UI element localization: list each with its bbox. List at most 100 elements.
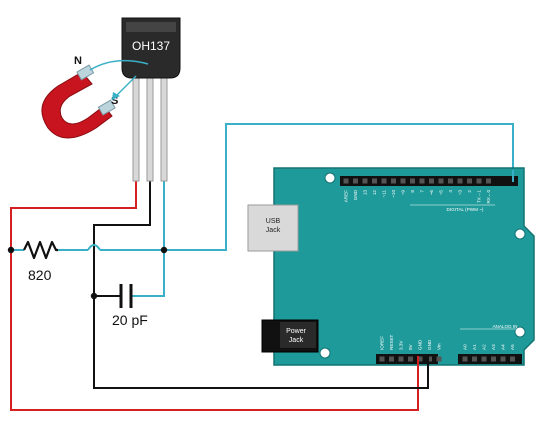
board-body [273,167,535,366]
header-pin-socket [510,356,515,362]
pin-label: Vin [437,343,442,350]
analog-header-pins [462,356,515,362]
power-header [376,354,438,364]
pin-label: ~9 [401,190,406,196]
pin-label: IOREF [380,336,385,350]
header-pin-socket [467,178,472,184]
analog-label: ANALOG IN [492,324,517,329]
sensor-highlight [126,22,176,32]
header-pin-socket [436,356,442,362]
pin-label: 7 [420,190,425,193]
pin-label: A4 [501,344,506,350]
resistor: 820 [23,240,58,283]
power-jack-label-line1: Power [286,328,307,335]
header-pin-socket [429,178,434,184]
analog-pin-labels: A0 A1 A2 A3 A4 A5 [463,344,515,350]
sensor-leg-3 [160,74,168,182]
header-pin-socket [486,178,491,184]
header-pin-socket [372,178,377,184]
capacitor-lead-right [131,250,165,297]
header-pin-socket [438,178,444,184]
magnet: N S [41,55,149,139]
header-pin-socket [500,356,506,362]
pin-label: GND [427,339,432,350]
junction-dot [160,246,168,254]
mount-hole [514,228,526,240]
power-header-pins [379,356,442,362]
pin-label: A2 [482,344,487,350]
header-pin-socket [417,356,423,362]
field-line-north [89,59,149,71]
digital-header-pins [343,178,491,184]
magnet-south-label: S [111,95,118,107]
pin-label: AREF [344,190,349,202]
cyan-pin-wire [58,123,514,251]
sensor-label: OH137 [132,39,170,53]
header-pin-socket [353,178,358,184]
header-pin-socket [343,178,349,184]
pin-label: RX←0 [486,190,491,204]
pin-label: 2 [467,190,472,193]
junction-dot [7,246,15,254]
pin-label: GND [418,339,423,350]
sensor-body [121,17,181,79]
header-pin-socket [448,178,453,184]
pin-label: 4 [448,190,453,193]
digital-label: DIGITAL (PWM ~) [447,207,484,212]
header-pin-socket [398,356,404,362]
pin-label: 8 [410,190,415,193]
pin-label: A3 [491,344,496,350]
pin-label: 12 [372,190,377,196]
header-pin-socket [419,178,425,184]
header-pin-socket [410,178,415,184]
pin-label: GND [353,189,358,200]
field-arrow-icon [112,92,120,100]
usb-jack-label-line1: USB [266,218,281,225]
pin-label: A0 [463,344,468,350]
sensor-leg-2 [146,74,154,182]
pin-label: ~3 [458,190,463,196]
header-pin-socket [400,178,406,184]
header-pin-socket [381,178,387,184]
capacitor: 20 pF [112,284,148,328]
header-pin-socket [476,178,482,184]
header-pin-socket [427,356,432,362]
sensor-leg-1 [132,74,140,182]
header-pin-socket [391,178,396,184]
header-pin-socket [408,356,413,362]
pin-label: TX→1 [477,190,482,203]
magnet-north-label: N [74,55,82,67]
header-pin-socket [472,356,477,362]
wires [7,123,514,411]
wire-crossover [87,244,101,251]
header-pin-socket [389,356,394,362]
pin-label: A1 [472,344,477,350]
mount-hole [319,347,331,359]
mount-hole [324,172,336,184]
header-pin-socket [491,356,496,362]
red-wire [10,178,419,411]
header-pin-socket [379,356,385,362]
power-jack-label-line2: Jack [289,337,304,344]
power-jack-face [280,322,316,348]
mount-hole [514,326,526,338]
magnet-south-pole [97,99,116,116]
usb-jack-label-line2: Jack [266,227,281,234]
usb-jack [247,204,299,252]
pin-label: RESET [389,334,394,350]
header-pin-socket [457,178,463,184]
hall-sensor: OH137 [121,17,181,182]
resistor-zigzag [23,240,58,260]
pin-label: A5 [510,344,515,350]
capacitor-label: 20 pF [112,312,148,328]
header-pin-socket [362,178,368,184]
analog-header [458,354,522,364]
junction-dot [90,292,98,300]
pin-label: ~6 [429,190,434,196]
resistor-label: 820 [28,267,52,283]
pin-wire-ends [417,170,514,366]
